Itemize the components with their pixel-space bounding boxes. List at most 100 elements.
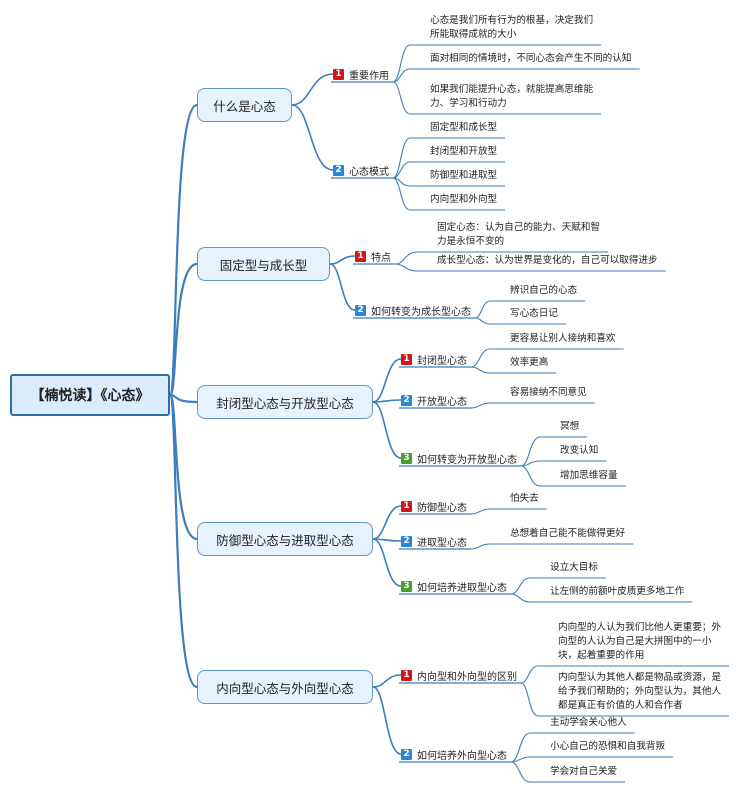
- connector-line: [372, 401, 402, 459]
- connector-line: [372, 358, 402, 403]
- subtopic-label: 重要作用: [349, 70, 389, 82]
- leaf-text-line: 容易接纳不同意见: [510, 387, 587, 398]
- leaf-topic[interactable]: 学会对自己关爱: [550, 765, 617, 779]
- connector-line: [372, 399, 402, 403]
- branch-topic[interactable]: 固定型与成长型: [197, 247, 330, 281]
- leaf-topic[interactable]: 防御型和进取型: [430, 169, 497, 183]
- connector-line: [470, 402, 491, 409]
- leaf-text-line: 更容易让别人接纳和喜欢: [510, 333, 616, 344]
- connector-line: [520, 682, 539, 717]
- connector-line: [372, 505, 402, 540]
- leaf-text-line: 防御型和进取型: [430, 170, 498, 181]
- connector-line: [470, 543, 491, 550]
- subtopic-label: 开放型心态: [417, 396, 467, 408]
- connector-line: [168, 103, 198, 397]
- leaf-topic[interactable]: 设立大目标: [550, 561, 598, 575]
- subtopic-label: 如何培养外向型心态: [417, 750, 507, 762]
- root-topic[interactable]: 【楠悦读】《心态》: [10, 374, 170, 416]
- leaf-text-line: 面对相同的情境时，不同心态会产生不同的认知: [430, 53, 632, 64]
- leaf-text-line: 块，起着重要的作用: [558, 650, 645, 661]
- leaf-topic[interactable]: 内向型认为其他人都是物品或资源，是给予我们帮助的；外向型认为，其他人都是真正有价…: [558, 671, 721, 713]
- connector-line: [520, 465, 541, 487]
- subtopic[interactable]: 1 内向型和外向型的区别: [401, 668, 517, 683]
- subtopic[interactable]: 2 心态模式: [333, 163, 389, 178]
- leaf-text-line: 如果我们能提升心态，就能提高思维能: [430, 84, 594, 95]
- branch-topic[interactable]: 封闭型心态与开放型心态: [197, 385, 373, 419]
- connector-line: [392, 137, 411, 179]
- connector-line: [470, 508, 491, 515]
- connector-line: [168, 393, 198, 689]
- subtopic-label: 防御型心态: [417, 502, 467, 514]
- subtopic-label: 如何培养进取型心态: [417, 582, 507, 594]
- leaf-topic[interactable]: 内向型和外向型: [430, 193, 497, 207]
- connector-line: [392, 177, 411, 211]
- leaf-topic[interactable]: 固定型和成长型: [430, 121, 497, 135]
- subtopic-label: 如何转变为成长型心态: [371, 306, 471, 318]
- priority-badge: 2: [333, 164, 344, 176]
- leaf-text-line: 写心态日记: [510, 308, 558, 319]
- priority-badge: 3: [401, 452, 412, 464]
- leaf-text-line: 主动学会关心他人: [550, 717, 627, 728]
- leaf-topic[interactable]: 写心态日记: [510, 307, 558, 321]
- subtopic[interactable]: 1 重要作用: [333, 67, 389, 82]
- leaf-topic[interactable]: 增加思维容量: [560, 469, 618, 483]
- connector-line: [510, 756, 531, 763]
- connector-line: [520, 436, 541, 467]
- leaf-topic[interactable]: 小心自己的恐惧和自我背叛: [550, 740, 665, 754]
- connector-line: [392, 161, 411, 179]
- leaf-topic[interactable]: 更容易让别人接纳和喜欢: [510, 332, 616, 346]
- leaf-text-line: 增加思维容量: [560, 470, 618, 481]
- leaf-topic[interactable]: 改变认知: [560, 444, 598, 458]
- leaf-topic[interactable]: 辨识自己的心态: [510, 284, 577, 298]
- branch-topic[interactable]: 内向型心态与外向型心态: [197, 670, 373, 704]
- branch-topic[interactable]: 什么是心态: [197, 88, 292, 122]
- leaf-topic[interactable]: 让左侧的前额叶皮质更多地工作: [550, 585, 684, 599]
- priority-badge: 1: [401, 669, 412, 681]
- leaf-topic[interactable]: 面对相同的情境时，不同心态会产生不同的认知: [430, 52, 631, 66]
- leaf-text-line: 设立大目标: [550, 562, 598, 573]
- leaf-topic[interactable]: 主动学会关心他人: [550, 716, 627, 730]
- connector-line: [474, 317, 491, 325]
- leaf-topic[interactable]: 如果我们能提升心态，就能提高思维能力、学习和行动力: [430, 83, 593, 111]
- leaf-topic[interactable]: 封闭型和开放型: [430, 145, 497, 159]
- connector-line: [470, 348, 491, 368]
- leaf-text-line: 冥想: [560, 421, 580, 432]
- connector-line: [474, 300, 491, 319]
- connector-line: [329, 263, 356, 311]
- leaf-text-line: 内向型的人认为我们比他人更重要；外: [558, 622, 722, 633]
- leaf-topic[interactable]: 成长型心态：认为世界是变化的，自己可以取得进步: [437, 254, 658, 268]
- connector-line: [520, 460, 541, 467]
- leaf-text-line: 成长型心态：认为世界是变化的，自己可以取得进步: [437, 255, 658, 266]
- leaf-topic[interactable]: 心态是我们所有行为的根基，决定我们所能取得成就的大小: [430, 14, 593, 42]
- leaf-topic[interactable]: 容易接纳不同意见: [510, 386, 587, 400]
- leaf-topic[interactable]: 固定心态：认为自己的能力、天赋和智力是永恒不变的: [437, 221, 600, 249]
- connector-line: [392, 81, 411, 115]
- leaf-topic[interactable]: 内向型的人认为我们比他人更重要；外向型的人认为自己是大拼图中的一小块，起着重要的…: [558, 621, 721, 663]
- subtopic-label: 特点: [371, 252, 391, 264]
- leaf-topic[interactable]: 怕失去: [510, 492, 539, 506]
- leaf-topic[interactable]: 总想着自己能不能做得更好: [510, 527, 625, 541]
- leaf-text-line: 向型的人认为自己是大拼图中的一小: [558, 636, 712, 647]
- leaf-text-line: 都是真正有价值的人和合作者: [558, 700, 683, 711]
- leaf-topic[interactable]: 效率更高: [510, 356, 548, 370]
- leaf-topic[interactable]: 冥想: [560, 420, 579, 434]
- leaf-text-line: 内向型和外向型: [430, 194, 498, 205]
- branch-topic[interactable]: 防御型心态与进取型心态: [197, 522, 373, 556]
- connector-line: [329, 255, 356, 265]
- connector-line: [372, 674, 402, 688]
- leaf-text-line: 固定心态：认为自己的能力、天赋和智: [437, 222, 601, 233]
- priority-badge: 2: [401, 535, 412, 547]
- subtopic-label: 内向型和外向型的区别: [417, 671, 517, 683]
- priority-badge: 1: [333, 68, 344, 80]
- subtopic-label: 心态模式: [349, 166, 389, 178]
